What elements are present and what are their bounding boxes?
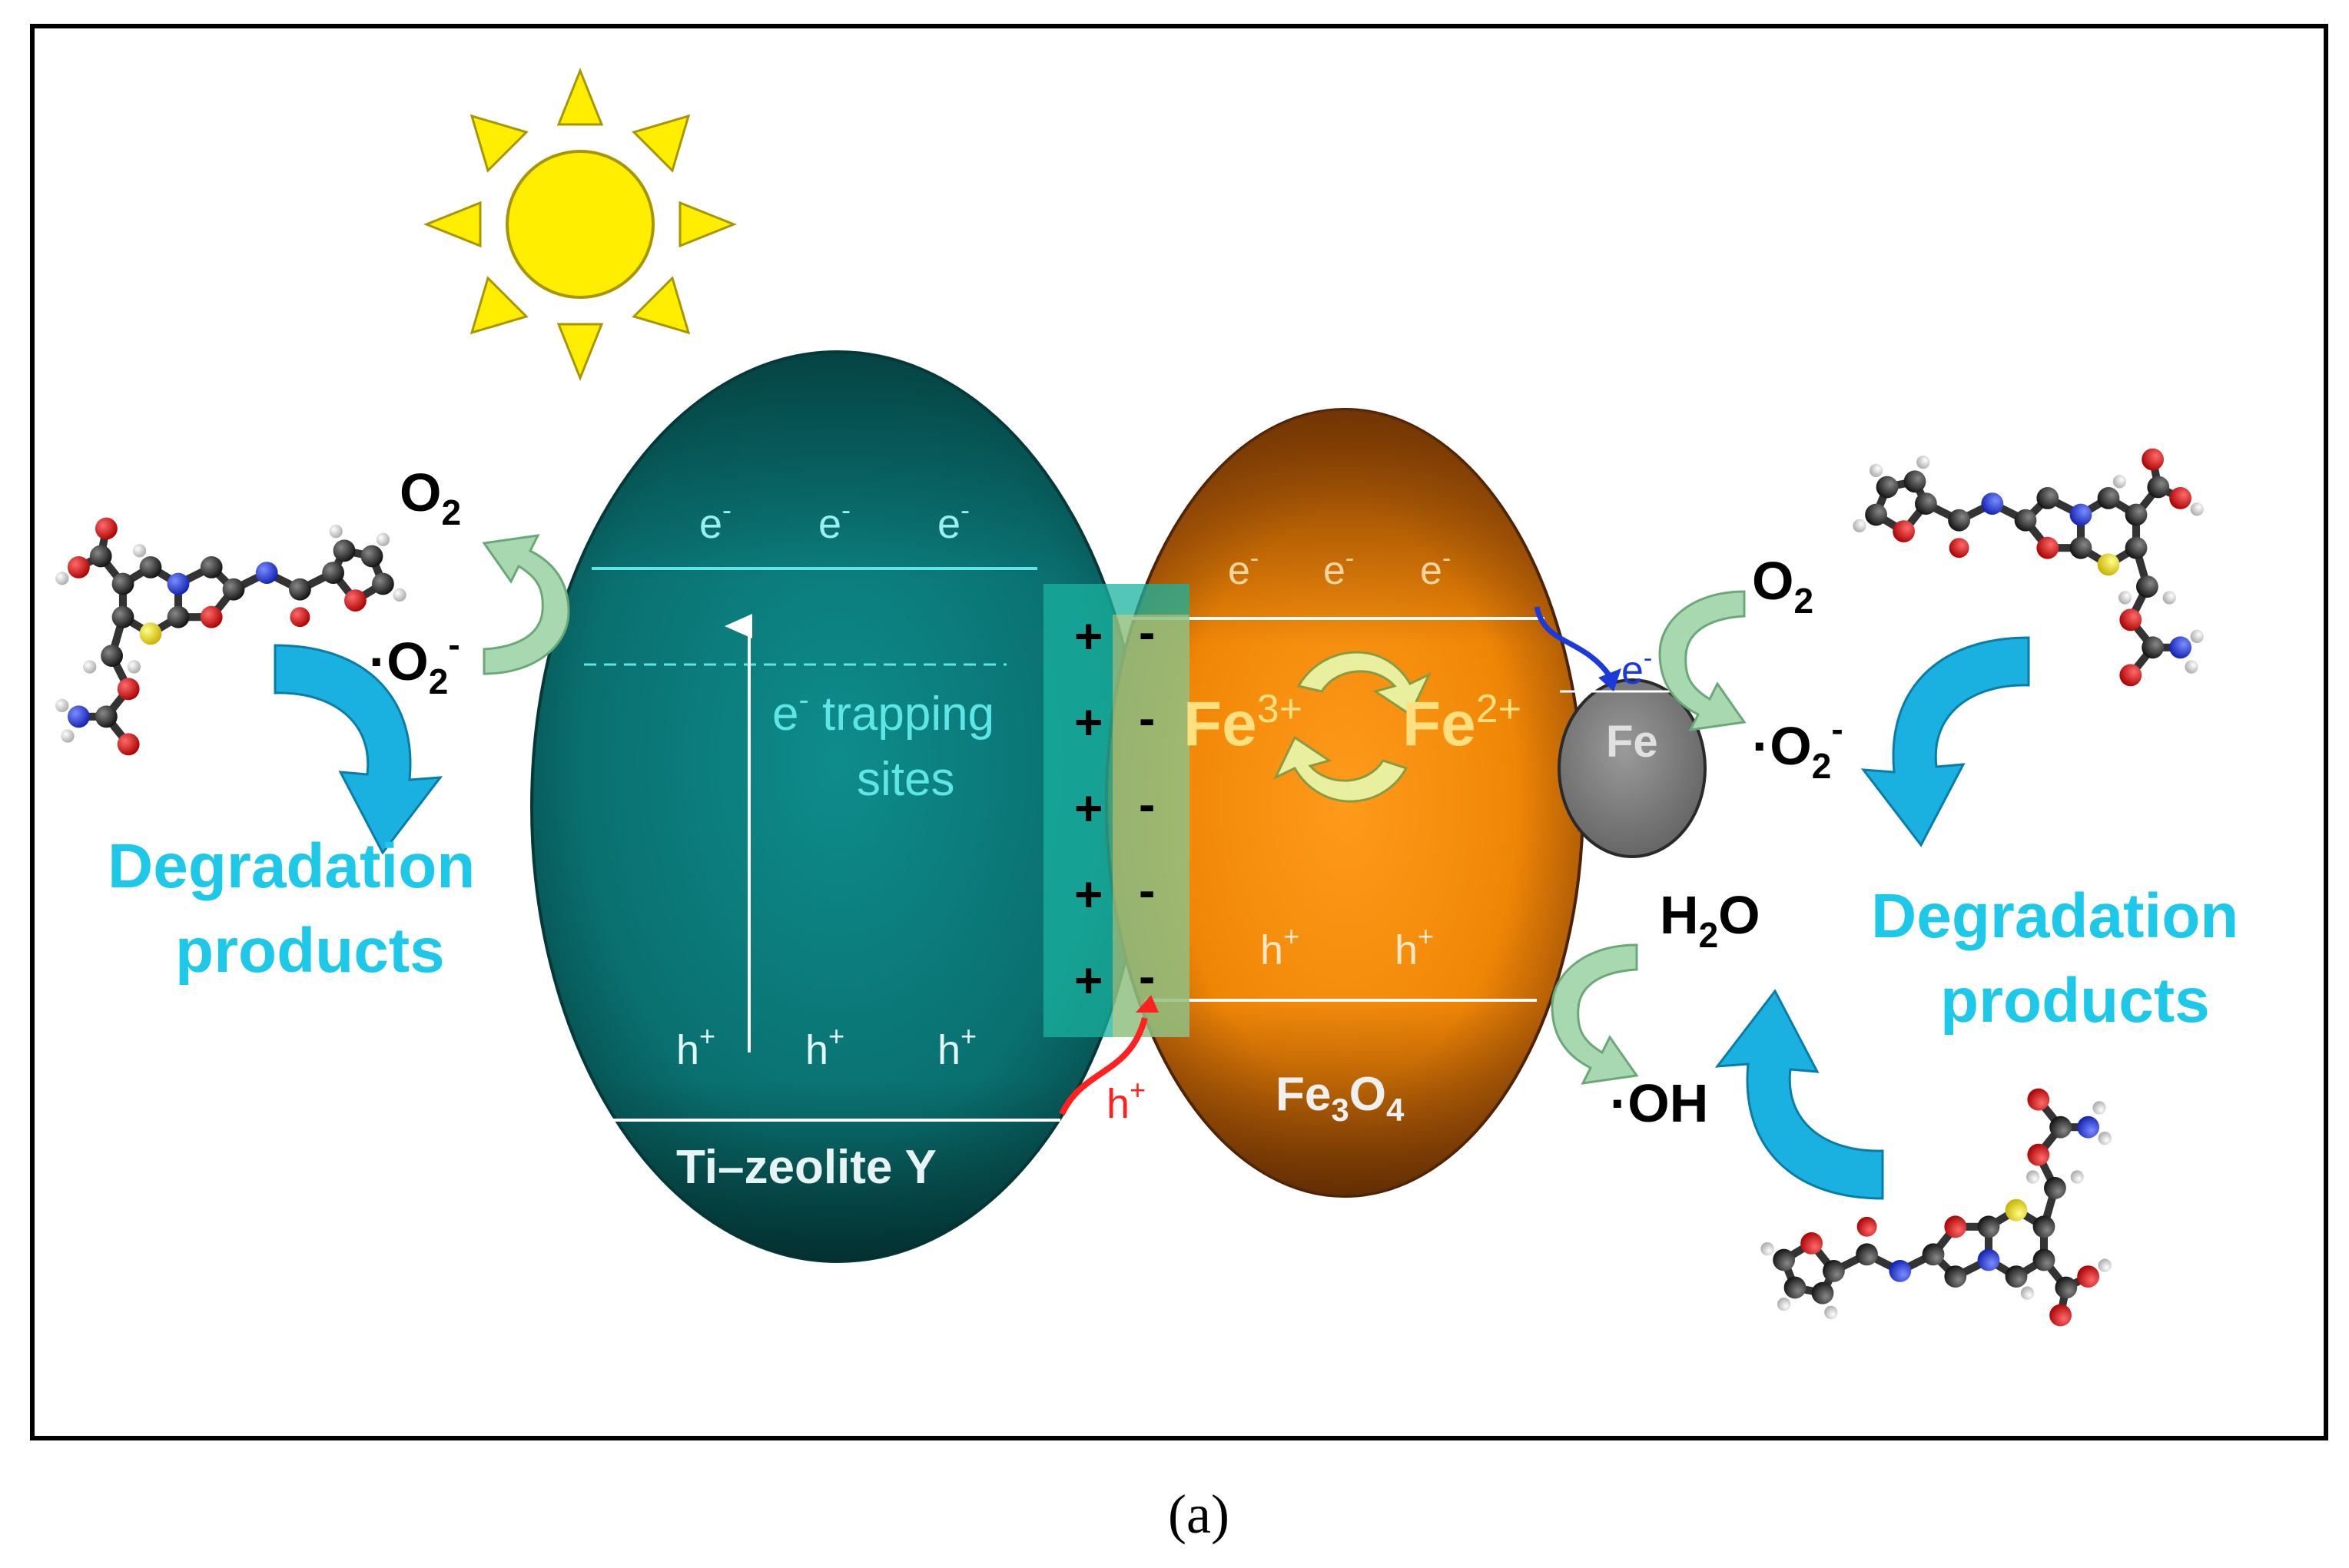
degradation-right-line1: Degradation [1871,881,2238,951]
o2-left-label: O2 [400,462,461,532]
fe3-label: Fe3+ [1183,687,1302,759]
minus-charge: - [1139,777,1155,832]
fe3o4-label: Fe3O4 [1276,1068,1405,1128]
fe2-label: Fe2+ [1402,687,1521,759]
degradation-right-line2: products [1940,966,2210,1036]
ti-zeolite-particle [530,350,1145,1263]
sun-icon [423,67,738,382]
curved-arrow-icon [1658,590,1747,731]
plus-charge: + [1074,867,1103,922]
hole-transfer-arrow [1059,1016,1148,1116]
hole-label: h+ [676,1020,715,1073]
interface-charge-layer [1043,584,1189,1037]
degradation-left-line1: Degradation [108,831,475,901]
electron-label: e- [1228,544,1259,593]
hole-label: h+ [805,1020,844,1073]
electron-transfer-arrowhead [1598,668,1621,691]
superoxide-left-label: ·O2- [369,625,460,701]
cycle-arrow-icon [1272,651,1432,803]
plus-charge: + [1074,608,1103,664]
figure-caption: (a) [1168,1483,1229,1545]
plus-charge: + [1074,694,1103,750]
minus-charge: - [1139,949,1155,1004]
electron-label: e- [818,494,851,547]
fe3o4-particle [1105,408,1584,1198]
plus-charge: + [1074,781,1103,836]
water-label: H2O [1660,885,1760,955]
electron-label: e- [1420,544,1451,593]
electron-transfer-label: e- [1621,644,1652,693]
minus-charge: - [1139,863,1155,918]
fe-particle [1558,678,1707,858]
interface-charge-layer-orange [1113,615,1189,1037]
minus-charge: - [1139,605,1155,660]
ti-zeolite-label: Ti–zeolite Y [676,1141,937,1194]
curved-arrow-icon [1860,636,2030,847]
superoxide-right-label: ·O2- [1752,709,1843,786]
curved-arrow-icon [1551,943,1639,1085]
trapping-sites-label-1: e- trapping [772,683,994,741]
hole-label: h+ [1260,920,1299,973]
electron-label: e- [1323,544,1354,593]
electron-label: e- [699,494,732,547]
electron-transfer-arrow [1534,606,1612,678]
electron-label: e- [937,494,970,547]
minus-charge: - [1139,691,1155,746]
hole-label: h+ [937,1020,977,1073]
hydroxyl-label: ·OH [1610,1073,1708,1133]
hole-label: h+ [1395,920,1434,973]
trapping-sites-label-2: sites [857,753,954,806]
curved-arrow-icon [1714,989,1884,1200]
plus-charge: + [1074,953,1103,1008]
degradation-left-line2: products [175,916,445,986]
curved-arrow-icon [274,644,443,855]
curved-arrow-icon [482,534,570,675]
hole-transfer-label: h+ [1106,1074,1146,1127]
o2-right-label: O2 [1752,551,1813,621]
hole-transfer-arrowhead [1136,995,1159,1013]
fe-label: Fe [1606,717,1658,767]
